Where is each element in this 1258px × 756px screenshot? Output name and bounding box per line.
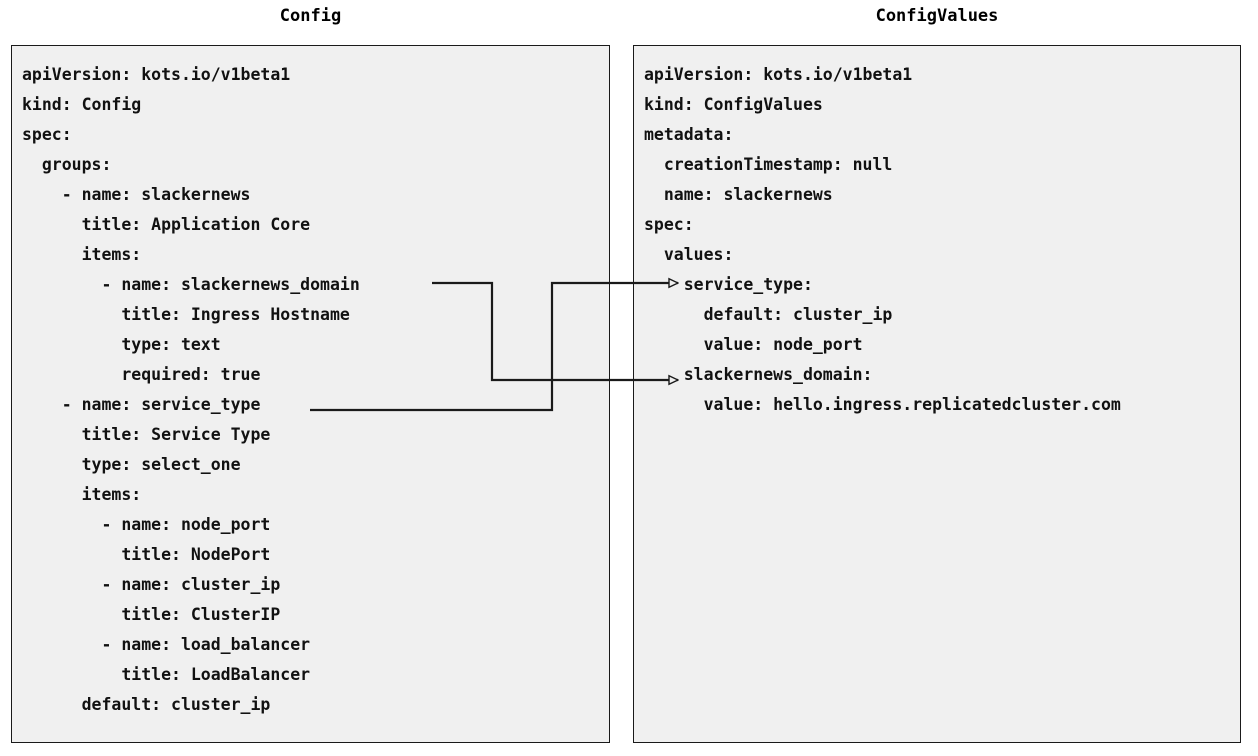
config-yaml-line: required: true [22, 365, 261, 384]
panel-title-config: Config [279, 6, 342, 26]
config-yaml-line: - name: service_type [22, 395, 261, 414]
config-yaml-line: apiVersion: kots.io/v1beta1 [22, 65, 291, 84]
configvalues-yaml-line: apiVersion: kots.io/v1beta1 [644, 65, 913, 84]
config-yaml-line: title: LoadBalancer [22, 665, 311, 684]
configvalues-yaml-panel: apiVersion: kots.io/v1beta1 kind: ConfigV… [633, 45, 1241, 743]
config-yaml-lines: apiVersion: kots.io/v1beta1 kind: Config s… [12, 46, 609, 720]
config-yaml-line: - name: node_port [22, 515, 271, 534]
configvalues-yaml-line: metadata: [644, 125, 734, 144]
panel-title-configvalues: ConfigValues [875, 6, 999, 26]
config-yaml-line: - name: cluster_ip [22, 575, 281, 594]
config-yaml-line: items: [22, 245, 142, 264]
config-yaml-line: title: Application Core [22, 215, 311, 234]
configvalues-yaml-line: kind: ConfigValues [644, 95, 823, 114]
configvalues-yaml-line: spec: [644, 215, 694, 234]
configvalues-yaml-lines: apiVersion: kots.io/v1beta1 kind: ConfigV… [634, 46, 1240, 420]
configvalues-yaml-line: creationTimestamp: null [644, 155, 893, 174]
config-yaml-line: title: Ingress Hostname [22, 305, 350, 324]
configvalues-yaml-line: value: hello.ingress.replicatedcluster.c… [644, 395, 1121, 414]
config-yaml-line: title: Service Type [22, 425, 271, 444]
config-yaml-line: default: cluster_ip [22, 695, 271, 714]
configvalues-yaml-line: service_type: [644, 275, 813, 294]
configvalues-yaml-line: value: node_port [644, 335, 863, 354]
config-yaml-line: spec: [22, 125, 72, 144]
config-yaml-line: - name: slackernews_domain [22, 275, 360, 294]
configvalues-yaml-line: name: slackernews [644, 185, 833, 204]
config-yaml-line: - name: slackernews [22, 185, 251, 204]
configvalues-yaml-line: slackernews_domain: [644, 365, 873, 384]
configvalues-yaml-line: default: cluster_ip [644, 305, 893, 324]
config-yaml-line: - name: load_balancer [22, 635, 311, 654]
config-yaml-line: type: text [22, 335, 221, 354]
config-yaml-panel: apiVersion: kots.io/v1beta1 kind: Config s… [11, 45, 610, 743]
config-yaml-line: items: [22, 485, 142, 504]
config-yaml-line: title: ClusterIP [22, 605, 281, 624]
config-yaml-line: type: select_one [22, 455, 241, 474]
config-yaml-line: kind: Config [22, 95, 142, 114]
configvalues-yaml-line: values: [644, 245, 734, 264]
config-yaml-line: title: NodePort [22, 545, 271, 564]
config-yaml-line: groups: [22, 155, 112, 174]
